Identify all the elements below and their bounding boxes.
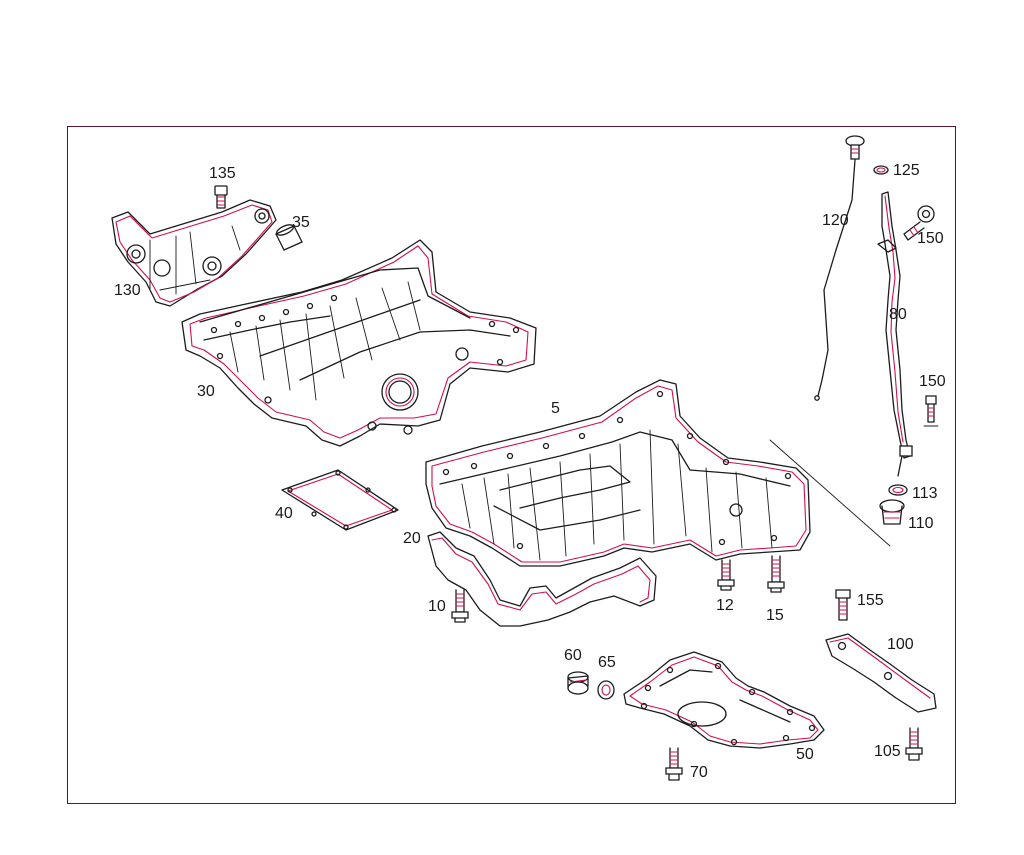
part-135-bolt (214, 185, 228, 209)
callout-120: 120 (822, 212, 849, 229)
part-5-lower-oil-pan (425, 379, 891, 567)
callout-135: 135 (209, 165, 236, 182)
callout-35: 35 (292, 214, 310, 231)
callout-150-top: 150 (917, 230, 944, 247)
callout-20: 20 (403, 530, 421, 547)
callout-155: 155 (857, 592, 884, 609)
part-10-bolt (451, 589, 469, 623)
part-130-bracket (111, 199, 277, 307)
part-113-seal-ring (888, 484, 908, 496)
part-20-baffle (427, 531, 657, 627)
part-60-plug (567, 671, 589, 695)
callout-65: 65 (598, 654, 616, 671)
part-30-upper-oil-pan (181, 239, 537, 447)
diagram-frame (67, 126, 956, 804)
part-150-bolt-lower (923, 395, 939, 427)
callout-113: 113 (912, 485, 938, 502)
part-65-ring (597, 680, 615, 700)
callout-150-lower: 150 (919, 373, 946, 390)
part-105-bolt (905, 727, 923, 761)
part-40-gasket (281, 469, 399, 531)
callout-80: 80 (889, 306, 907, 323)
callout-50: 50 (796, 746, 814, 763)
part-150-bolt-top (903, 205, 935, 241)
callout-60: 60 (564, 647, 582, 664)
callout-70: 70 (690, 764, 708, 781)
callout-12: 12 (716, 597, 734, 614)
callout-40: 40 (275, 505, 293, 522)
callout-100: 100 (887, 636, 914, 653)
part-110-drain-plug (879, 499, 905, 525)
callout-105: 105 (874, 743, 901, 760)
part-35-sleeve (275, 224, 303, 251)
part-100-bracket-plate (825, 633, 937, 713)
callout-130: 130 (114, 282, 141, 299)
part-12-bolt (717, 559, 735, 591)
callout-110: 110 (908, 515, 934, 532)
part-125-o-ring (873, 165, 889, 175)
part-15-bolt (767, 555, 785, 593)
part-155-bolt (835, 589, 851, 621)
part-70-bolt (665, 747, 683, 781)
callout-125: 125 (893, 162, 920, 179)
callout-15: 15 (766, 607, 784, 624)
part-80-guide-tube (877, 191, 913, 477)
callout-5: 5 (551, 400, 560, 417)
part-50-pan-cover (623, 651, 825, 749)
callout-10: 10 (428, 598, 446, 615)
callout-30: 30 (197, 383, 215, 400)
part-120-dipstick (814, 135, 865, 401)
